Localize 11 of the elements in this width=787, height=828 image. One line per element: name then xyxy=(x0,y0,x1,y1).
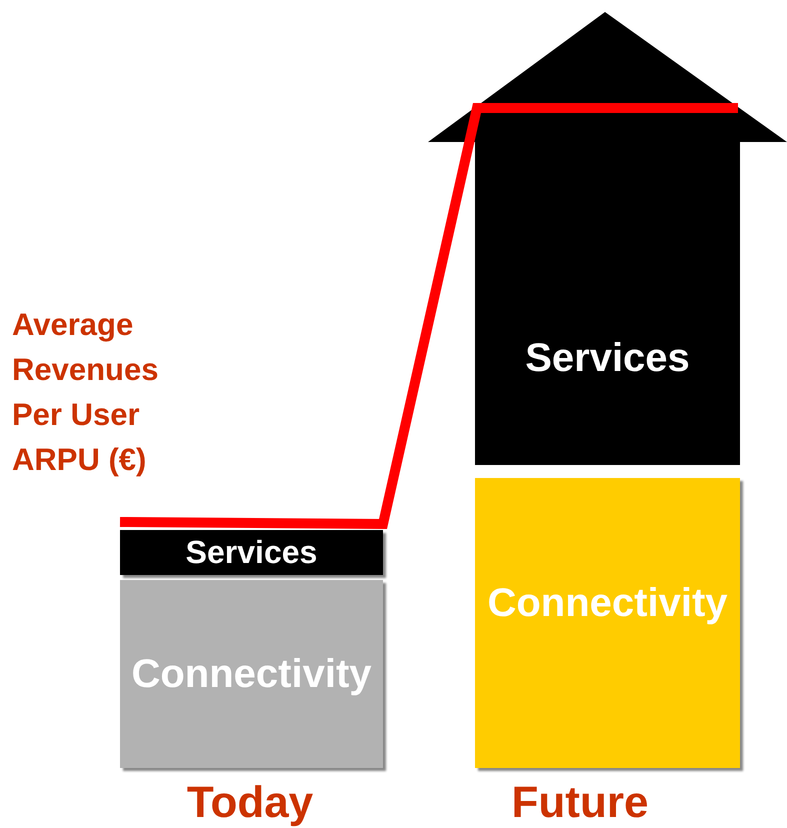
column-label: Today xyxy=(186,778,314,828)
column-label: Future xyxy=(510,778,650,828)
connectivity-bar xyxy=(120,580,383,768)
bar-label: Services xyxy=(186,534,318,571)
services-arrow xyxy=(428,12,787,465)
axis-label: Average Revenues Per User ARPU (€) xyxy=(12,306,160,479)
bar-label: Services xyxy=(525,336,690,381)
bar-label: Connectivity xyxy=(487,580,728,626)
bar-label: Connectivity xyxy=(131,652,372,696)
connectivity-bar xyxy=(475,478,740,768)
services-bar xyxy=(120,530,383,575)
